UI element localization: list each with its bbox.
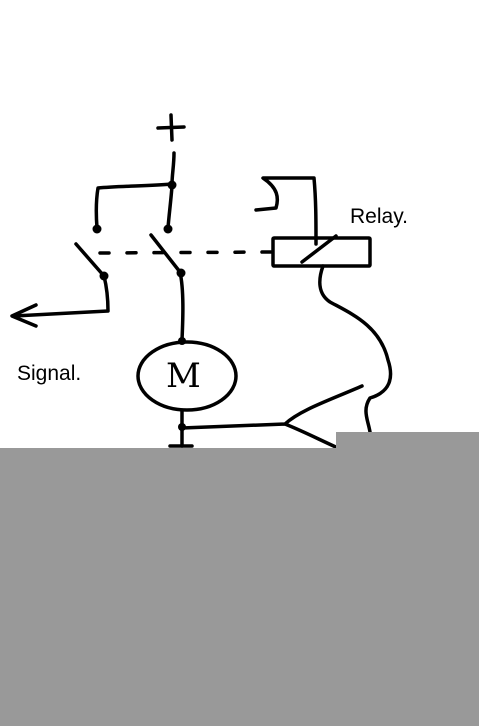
supply-plus-symbol [156,113,186,142]
occluding-panel [0,448,479,726]
relay-contact-diagonal [300,234,338,264]
supply-wire [170,151,176,186]
signal-label: Signal. [17,362,82,385]
right-contact-wire [166,184,174,230]
occluding-panel-tab [336,432,479,450]
relay-coil-hook [254,176,318,246]
motor-label: M [166,356,201,396]
fork-wire [180,384,364,450]
right-switch-blade [149,233,182,274]
motor-symbol [136,340,238,412]
switch-mechanical-link [98,250,274,255]
relay-coil-box [271,236,372,268]
left-contact-wire [94,182,174,230]
signal-arrow-head [10,303,38,328]
relay-output-wire [318,264,393,434]
right-switch-to-motor [178,270,185,342]
relay-label: Relay. [350,205,408,228]
left-switch-blade [74,242,106,278]
junction-dots [92,180,186,431]
